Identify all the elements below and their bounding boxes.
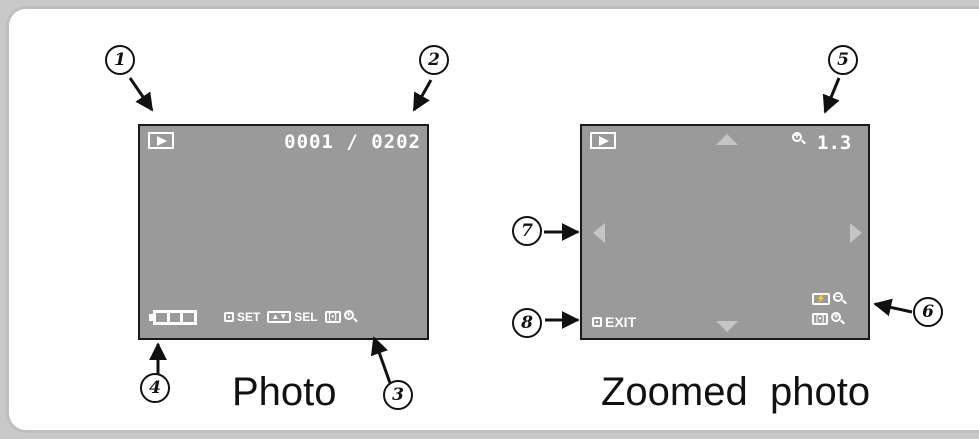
triangle-left-icon [593,223,605,243]
exit-label: EXIT [605,314,637,330]
battery-full-icon [149,310,197,325]
hint-sel-label: SEL [294,310,318,324]
zoomed-photo-screen: + 1.3 ⚡ – [•] + EXIT [580,124,870,340]
zoom-magnifier-icon: + [792,130,814,154]
caption-photo: Photo [232,370,337,414]
callout-4: 4 [140,373,170,403]
exit-hint: EXIT [592,314,636,330]
file-counter: 0001 / 0202 [284,131,421,153]
playback-icon [590,132,616,149]
ok-key-icon [224,312,234,322]
flash-key-icon: ⚡ [812,293,830,305]
magnifier-minus-icon: – [832,291,847,306]
photo-screen: 0001 / 0202 SET ▲▼ SEL [•] + [138,124,429,340]
zoom-in-hint: [•] + [812,311,845,326]
callout-1: 1 [105,45,135,75]
callout-8: 8 [512,308,542,338]
up-down-key-icon: ▲▼ [267,311,292,323]
triangle-up-icon [716,134,738,145]
zoom-key-icon: [•] [324,311,341,323]
zoom-key-icon: [•] [812,313,829,325]
callout-3: 3 [383,380,413,410]
triangle-down-icon [716,321,738,332]
hint-set-label: SET [237,310,261,324]
zoom-indicator: + 1.3 [792,130,852,154]
callout-5: 5 [828,45,858,75]
callout-2: 2 [419,45,449,75]
triangle-right-icon [850,223,862,243]
callout-7: 7 [512,216,542,246]
caption-zoomed-photo: Zoomed photo [601,370,871,414]
photo-button-hints: SET ▲▼ SEL [•] + [224,309,358,324]
playback-icon [148,132,174,149]
ok-key-icon [592,317,602,327]
zoom-level-value: 1.3 [817,132,852,154]
callout-6: 6 [913,297,943,327]
zoom-out-hint: ⚡ – [812,291,847,306]
magnifier-plus-icon: + [831,311,845,326]
magnifier-plus-icon: + [343,309,358,324]
